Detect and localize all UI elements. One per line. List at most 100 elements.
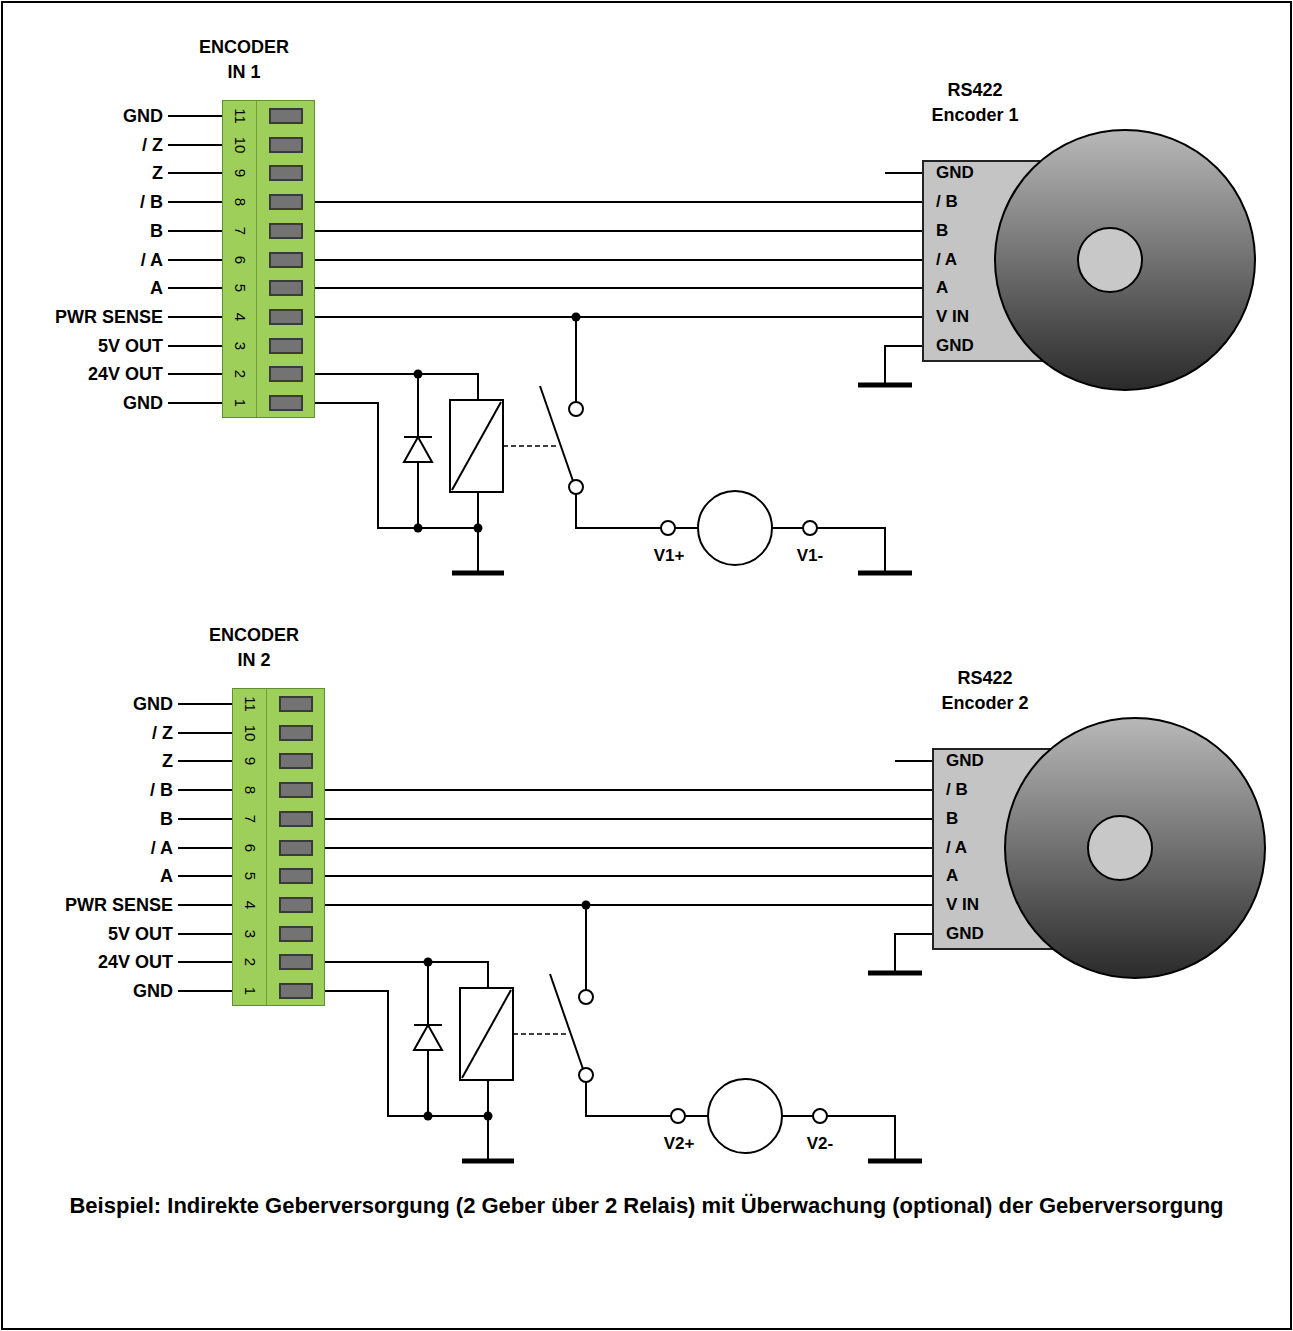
pin-name: Z xyxy=(0,750,173,772)
pin-number: 4 xyxy=(240,889,260,922)
pin-name: A xyxy=(0,865,173,887)
diode-bar xyxy=(404,436,432,438)
signal-name: GND xyxy=(936,336,974,356)
pin-number: 7 xyxy=(240,803,260,836)
switch-blade xyxy=(540,386,573,481)
screw-terminal xyxy=(269,108,303,124)
block-divider xyxy=(266,689,267,1005)
supply-wire xyxy=(315,374,478,400)
screw-terminal xyxy=(269,252,303,268)
signal-wire xyxy=(325,789,932,791)
screw-terminal xyxy=(269,280,303,296)
pin-number: 6 xyxy=(240,832,260,865)
signal-wire xyxy=(325,904,932,906)
pin-name: / A xyxy=(0,249,163,271)
signal-name: B xyxy=(946,809,958,829)
signal-name: V IN xyxy=(946,895,979,915)
ground-symbol xyxy=(858,383,912,388)
terminal-label: V2- xyxy=(670,1133,970,1155)
screw-terminal xyxy=(269,395,303,411)
encoder-ground-wire xyxy=(885,346,922,385)
signal-wire xyxy=(315,259,922,261)
encoder-disc xyxy=(995,130,1255,390)
pin-number: 11 xyxy=(230,100,250,133)
signal-name: A xyxy=(936,278,948,298)
signal-name: B xyxy=(936,221,948,241)
signal-wire xyxy=(325,818,932,820)
connector-heading: ENCODER IN 2 xyxy=(206,623,302,673)
signal-name: A xyxy=(946,866,958,886)
encoder-housing: RS422 Encoder 1GND/ BB/ AAV INGND xyxy=(922,160,1050,362)
pin-stub xyxy=(168,116,222,403)
pin-name: / Z xyxy=(0,722,173,744)
encoder-disc xyxy=(993,128,1257,392)
signal-wire xyxy=(315,287,922,289)
pin-name: 5V OUT xyxy=(0,335,163,357)
screw-terminal xyxy=(279,753,313,769)
junction-dot xyxy=(474,524,483,533)
screw-terminal xyxy=(269,165,303,181)
switch-contact xyxy=(569,402,583,416)
signal-wire xyxy=(315,201,922,203)
relay-diagonal xyxy=(452,402,501,490)
pin-name: B xyxy=(0,220,163,242)
screw-terminal xyxy=(269,366,303,382)
pin-name: / B xyxy=(0,779,173,801)
relay-coil xyxy=(450,400,503,492)
screw-terminal xyxy=(269,309,303,325)
pin-number: 2 xyxy=(230,358,250,391)
screw-terminal xyxy=(269,338,303,354)
signal-wire xyxy=(315,316,922,318)
block-divider xyxy=(256,101,257,417)
terminal-block: ENCODER IN 11110987654321 xyxy=(222,100,315,418)
pin-number: 11 xyxy=(240,688,260,721)
switch-contact xyxy=(569,480,583,494)
screw-terminal xyxy=(269,194,303,210)
switch-wire xyxy=(575,317,577,402)
pin-name: / B xyxy=(0,191,163,213)
screw-terminal xyxy=(279,897,313,913)
signal-name: / B xyxy=(936,192,958,212)
ground-wire xyxy=(315,403,478,573)
ground-symbol xyxy=(858,571,912,576)
pin-number: 1 xyxy=(230,387,250,420)
pin-name: GND xyxy=(0,105,163,127)
ground-symbol xyxy=(452,571,504,576)
pin-name: GND xyxy=(0,693,173,715)
diode-symbol xyxy=(404,437,432,462)
screw-terminal xyxy=(279,868,313,884)
signal-name: / A xyxy=(946,838,967,858)
pin-number: 4 xyxy=(230,301,250,334)
terminal-label: V1- xyxy=(660,545,960,567)
pin-number: 9 xyxy=(240,745,260,778)
terminal-label: V2+ xyxy=(529,1133,829,1155)
pin-number: 8 xyxy=(230,186,250,219)
terminal-label: V1+ xyxy=(519,545,819,567)
pin-name: A xyxy=(0,277,163,299)
screw-terminal xyxy=(279,811,313,827)
encoder-heading: RS422 Encoder 2 xyxy=(930,666,1040,716)
encoder-disc xyxy=(1005,718,1265,978)
junction-dot xyxy=(414,370,423,379)
relay-linkage xyxy=(503,445,558,447)
encoder-heading: RS422 Encoder 1 xyxy=(920,78,1030,128)
signal-name: / A xyxy=(936,250,957,270)
pin-number: 2 xyxy=(240,946,260,979)
screw-terminal xyxy=(279,696,313,712)
screw-terminal xyxy=(279,983,313,999)
screw-terminal xyxy=(279,840,313,856)
pin-number: 7 xyxy=(230,215,250,248)
signal-wire xyxy=(325,847,932,849)
pin-number: 6 xyxy=(230,244,250,277)
signal-name: / B xyxy=(946,780,968,800)
signal-name: GND xyxy=(936,163,974,183)
terminal xyxy=(661,521,675,535)
signal-name: GND xyxy=(946,751,984,771)
signal-wire xyxy=(325,875,932,877)
screw-terminal xyxy=(269,223,303,239)
pin-number: 3 xyxy=(240,918,260,951)
voltage-source xyxy=(698,491,772,565)
pin-number: 8 xyxy=(240,774,260,807)
pin-number: 5 xyxy=(230,272,250,305)
